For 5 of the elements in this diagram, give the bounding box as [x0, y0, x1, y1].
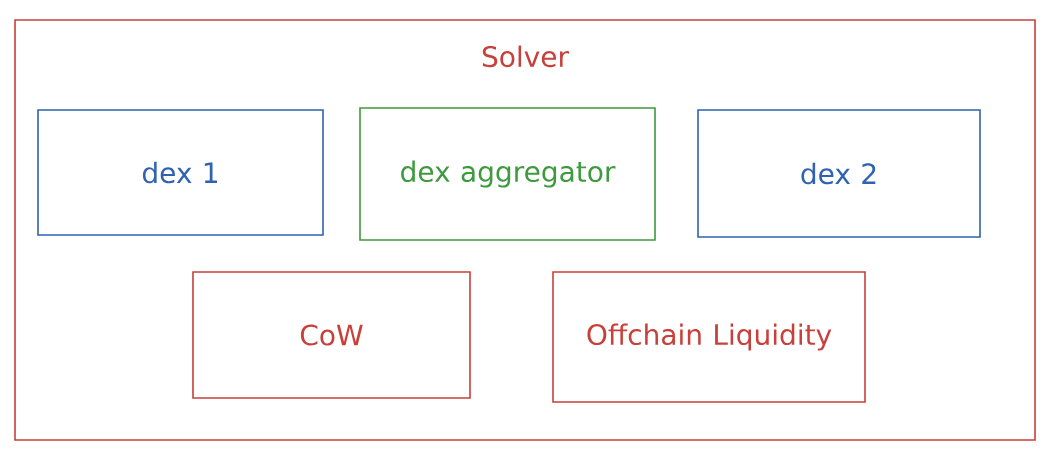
- component-box: CoW: [192, 271, 471, 399]
- component-box: dex 2: [697, 109, 981, 238]
- component-box: Offchain Liquidity: [552, 271, 866, 403]
- component-box: dex aggregator: [359, 107, 656, 241]
- component-box: dex 1: [37, 109, 324, 236]
